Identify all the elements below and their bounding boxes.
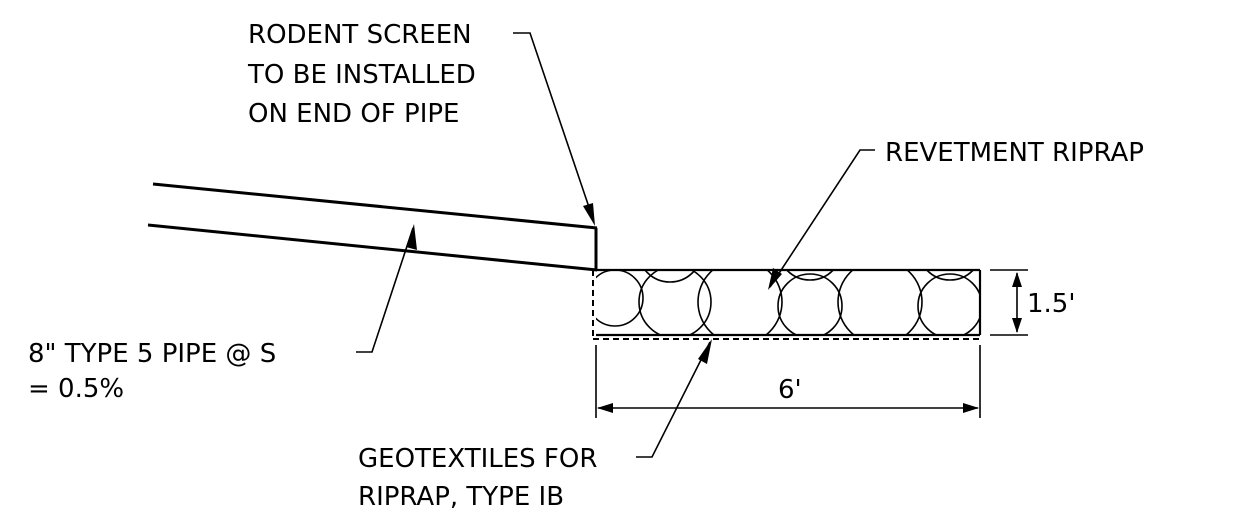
rodent-screen-label-line-2: TO BE INSTALLED [247,60,476,90]
rodent-screen-arrowhead [583,203,595,226]
revetment-riprap-leader [769,149,875,288]
riprap-revetment [592,268,982,338]
revetment-riprap-callout: REVETMENT RIPRAP [768,138,1144,290]
riprap-stone [644,270,696,283]
rodent-screen-leader [513,32,595,223]
pipe-label-line-2: = 0.5% [28,374,124,404]
rodent-screen-label-line-1: RODENT SCREEN [248,20,472,50]
rodent-screen-label-line-3: ON END OF PIPE [248,99,459,129]
geotextile-leader [636,341,711,458]
riprap-stone [638,270,712,335]
revetment-riprap-label: REVETMENT RIPRAP [885,138,1144,168]
dim-arrow-left [597,403,613,413]
rodent-screen-callout: RODENT SCREEN TO BE INSTALLED ON END OF … [247,20,595,226]
pipe-leader [356,227,414,353]
riprap-stones [596,270,980,335]
geotextile-arrowhead [698,339,712,364]
width-dimension-label: 6' [778,375,802,405]
riprap-stone [785,270,835,281]
riprap-stone [596,270,644,327]
pipe-top-line [152,182,598,230]
pipe-label-line-1: 8" TYPE 5 PIPE @ S [28,339,276,369]
geotextile-label-line-2: RIPRAP, TYPE IB [358,482,564,512]
dim-arrow-down [1012,318,1022,333]
geotextile-callout: GEOTEXTILES FOR RIPRAP, TYPE IB [358,339,712,512]
riprap-stone [697,270,783,335]
revetment-riprap-arrowhead [768,268,782,290]
width-dimension: 6' [595,345,981,418]
thickness-dimension: 1.5' [990,269,1076,336]
dim-arrow-up [1012,272,1022,287]
riprap-stone [777,273,843,335]
pipe-bottom-line [147,223,598,272]
pipe [147,182,598,272]
riprap-stone [925,270,975,281]
pipe-arrowhead [406,224,417,250]
dim-arrow-right [963,403,979,413]
riprap-stone [837,270,923,335]
thickness-dimension-label: 1.5' [1027,289,1076,319]
pipe-callout: 8" TYPE 5 PIPE @ S = 0.5% [28,224,417,404]
riprap-stone [917,273,980,335]
geotextile-label-line-1: GEOTEXTILES FOR [358,444,597,474]
